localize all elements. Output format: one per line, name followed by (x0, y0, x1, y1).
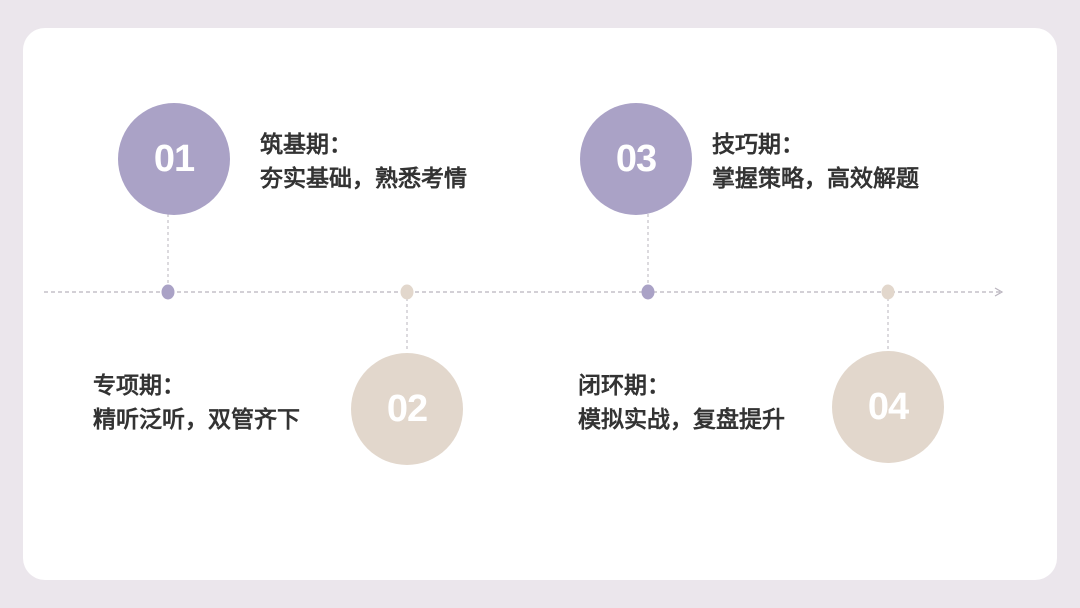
timeline-dot-03 (641, 284, 655, 300)
stage-badge-03: 03 (580, 103, 692, 215)
stage-number: 04 (867, 385, 909, 428)
stage-text-02: 专项期： 精听泛听，双管齐下 (93, 369, 300, 437)
stage-badge-01: 01 (118, 103, 230, 215)
stage-text-03: 技巧期： 掌握策略，高效解题 (712, 128, 919, 196)
stage-number: 03 (615, 137, 657, 180)
stage-title: 技巧期： (712, 132, 804, 158)
stage-number: 01 (153, 137, 195, 180)
timeline-dot-02 (400, 284, 414, 300)
stage-title: 筑基期： (260, 132, 352, 158)
stage-badge-04: 04 (832, 351, 944, 463)
timeline-arrow-icon (994, 287, 1004, 297)
stage-title: 专项期： (93, 373, 185, 399)
stage-desc: 掌握策略，高效解题 (712, 166, 919, 192)
stage-title: 闭环期： (578, 373, 670, 399)
stage-desc: 夯实基础，熟悉考情 (260, 166, 467, 192)
stage-text-04: 闭环期： 模拟实战，复盘提升 (578, 369, 785, 437)
stage-badge-02: 02 (351, 353, 463, 465)
timeline-dot-01 (161, 284, 175, 300)
stage-number: 02 (386, 387, 428, 430)
stage-desc: 精听泛听，双管齐下 (93, 407, 300, 433)
timeline-dot-04 (881, 284, 895, 300)
stage-text-01: 筑基期： 夯实基础，熟悉考情 (260, 128, 467, 196)
stage-desc: 模拟实战，复盘提升 (578, 407, 785, 433)
